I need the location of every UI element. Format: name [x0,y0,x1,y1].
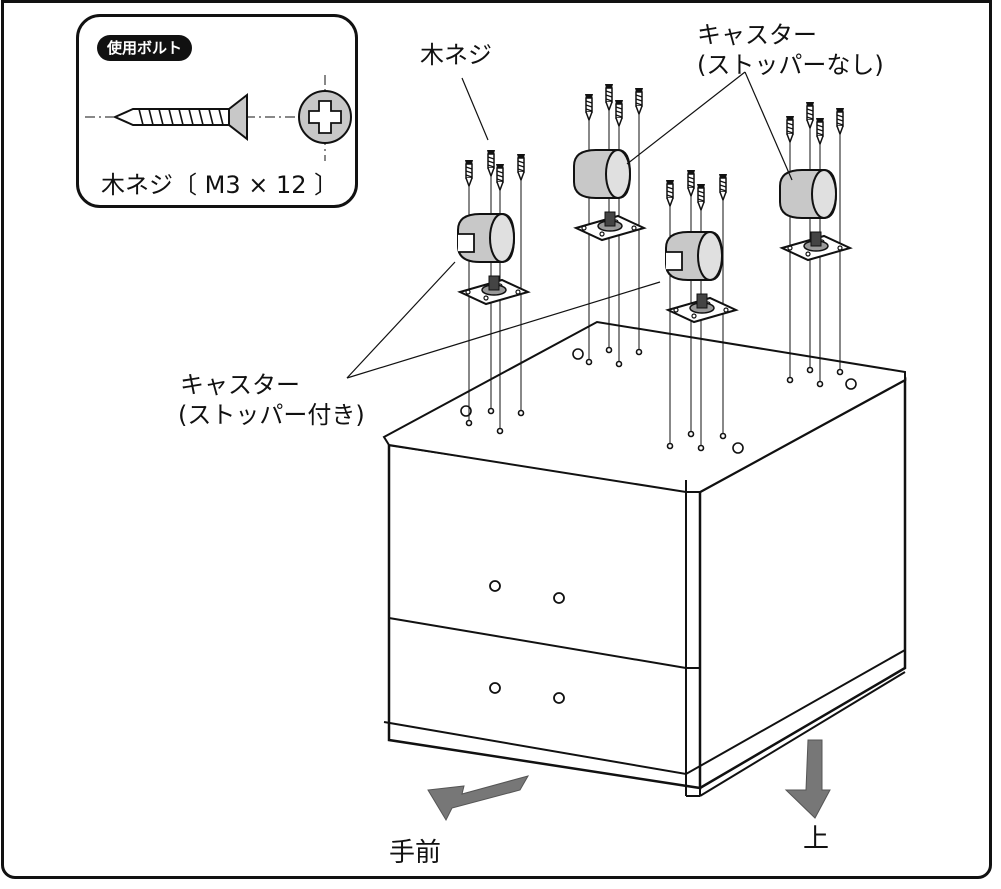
legend-title: 使用ボルト [97,35,193,61]
figure-frame [1,0,992,879]
label-caster-no-stopper-line2: (ストッパーなし) [697,51,884,79]
arrow-down-icon [784,739,831,819]
arrow-front-icon [427,775,530,822]
legend-box: 使用ボルト 木ネジ〔 M3 × 12 〕 [76,14,358,208]
label-caster-stopper-line1: キャスター [180,371,300,399]
leader-lines [346,71,793,379]
label-caster-stopper-line2: (ストッパー付き) [178,401,365,429]
phillips-screw-head-icon [298,75,352,161]
label-caster-no-stopper-line1: キャスター [697,21,817,49]
wood-screw-icon [85,92,349,142]
legend-screw-illustration [85,75,352,161]
legend-caption: 木ネジ〔 M3 × 12 〕 [101,171,339,199]
label-front: 手前 [389,838,442,868]
label-up: 上 [803,824,830,854]
label-screw: 木ネジ [420,41,492,69]
cabinet [382,320,907,797]
